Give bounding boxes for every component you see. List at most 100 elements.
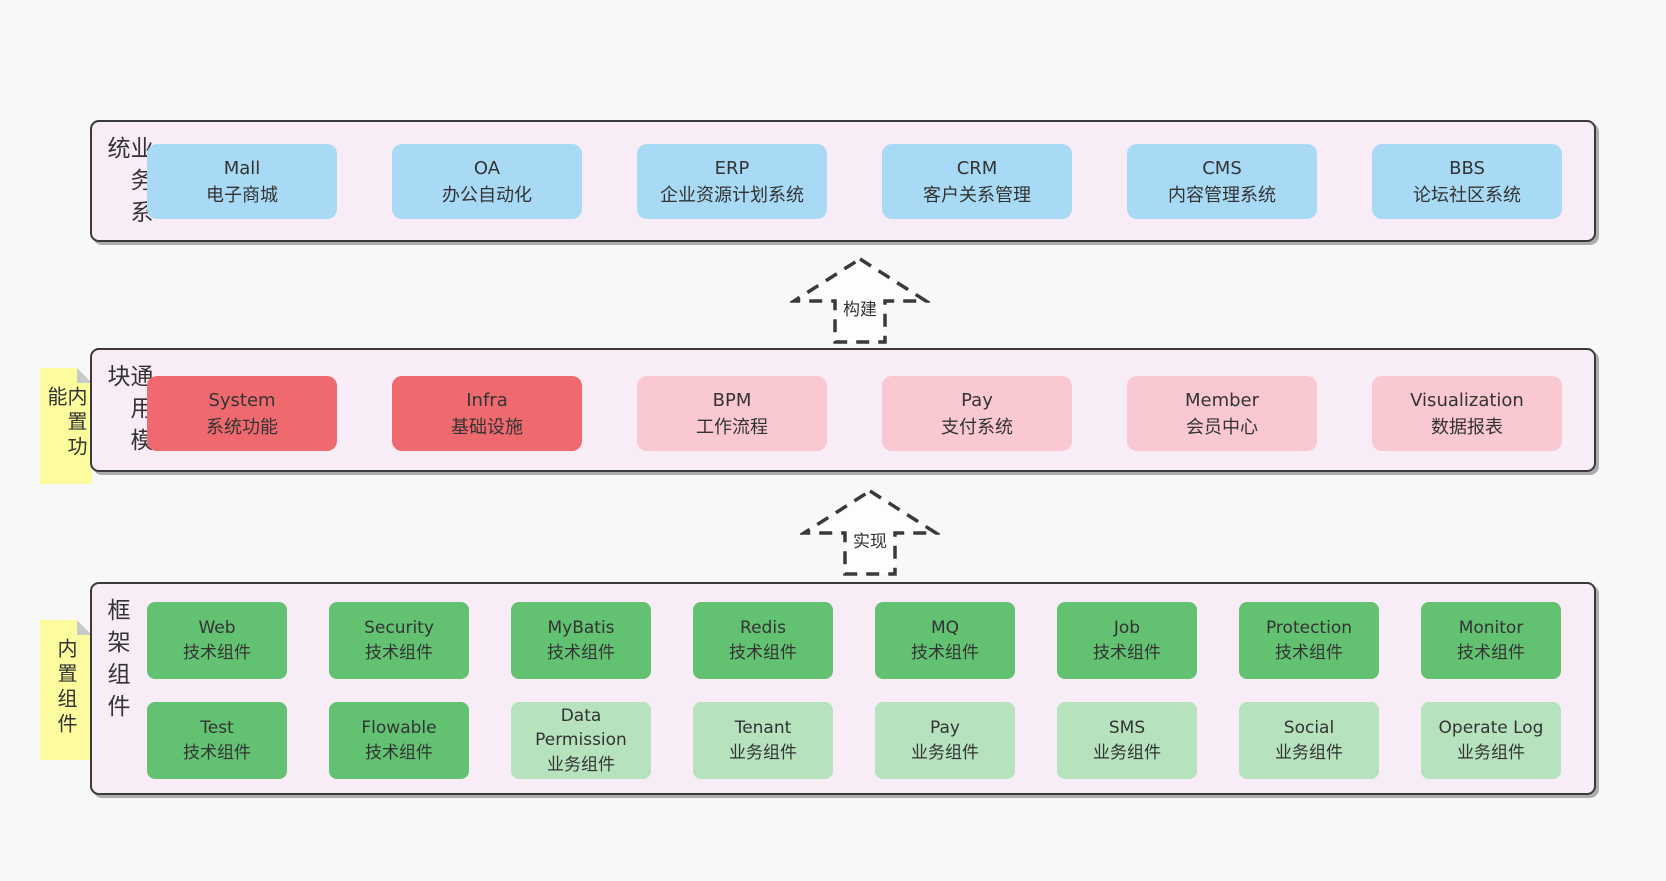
box-title: MQ xyxy=(930,617,960,638)
box-subtitle: 内容管理系统 xyxy=(1168,184,1276,206)
box-subtitle: 会员中心 xyxy=(1186,416,1258,438)
box-sms: SMS 业务组件 xyxy=(1057,702,1197,779)
box-subtitle: 业务组件 xyxy=(1093,742,1161,763)
band-label-common-modules: 通用模块 xyxy=(103,364,152,460)
box-title: Tenant xyxy=(734,717,792,738)
sticky-fold-corner-icon xyxy=(77,620,92,635)
box-protection: Protection 技术组件 xyxy=(1239,602,1379,679)
box-data-permission: Data Permission 业务组件 xyxy=(511,702,651,779)
sticky-note-built-in-components: 内置组件 xyxy=(40,620,92,760)
box-title: SMS xyxy=(1108,717,1146,738)
box-monitor: Monitor 技术组件 xyxy=(1421,602,1561,679)
box-subtitle: 技术组件 xyxy=(365,742,433,763)
box-subtitle: 技术组件 xyxy=(729,642,797,663)
box-title: Job xyxy=(1113,617,1141,638)
box-subtitle: 业务组件 xyxy=(729,742,797,763)
box-subtitle: 技术组件 xyxy=(547,642,615,663)
box-subtitle: 技术组件 xyxy=(911,642,979,663)
box-crm: CRM 客户关系管理 xyxy=(882,144,1072,219)
box-test: Test 技术组件 xyxy=(147,702,287,779)
box-subtitle: 企业资源计划系统 xyxy=(660,184,804,206)
dashed-up-arrow-implement: 实现 xyxy=(800,487,940,577)
box-title: Protection xyxy=(1265,617,1352,638)
box-title: ERP xyxy=(714,157,750,179)
box-infra: Infra 基础设施 xyxy=(392,376,582,451)
box-flowable: Flowable 技术组件 xyxy=(329,702,469,779)
box-subtitle: 客户关系管理 xyxy=(923,184,1031,206)
box-security: Security 技术组件 xyxy=(329,602,469,679)
box-title: CRM xyxy=(956,157,998,179)
box-title: Infra xyxy=(466,389,508,411)
arrow-label-build: 构建 xyxy=(840,295,880,320)
dashed-up-arrow-build: 构建 xyxy=(790,255,930,345)
box-mall: Mall 电子商城 xyxy=(147,144,337,219)
box-title: Data Permission xyxy=(535,705,627,751)
box-title: Operate Log xyxy=(1438,717,1544,738)
box-pay-system: Pay 支付系统 xyxy=(882,376,1072,451)
box-subtitle: 技术组件 xyxy=(1457,642,1525,663)
band-common-modules: 通用模块 System 系统功能 Infra 基础设施 BPM 工作流程 Pay… xyxy=(90,348,1596,472)
box-redis: Redis 技术组件 xyxy=(693,602,833,679)
band-framework-components: 框架组件 Web 技术组件 Security 技术组件 MyBatis 技术组件… xyxy=(90,582,1596,795)
box-mq: MQ 技术组件 xyxy=(875,602,1015,679)
box-title: Test xyxy=(200,717,234,738)
box-title: BBS xyxy=(1449,157,1485,179)
box-member: Member 会员中心 xyxy=(1127,376,1317,451)
box-title: BPM xyxy=(712,389,752,411)
sticky-note-label: 内置组件 xyxy=(54,638,78,738)
box-subtitle: 业务组件 xyxy=(911,742,979,763)
box-title: Mall xyxy=(223,157,261,179)
box-bpm: BPM 工作流程 xyxy=(637,376,827,451)
band-label-framework-components: 框架组件 xyxy=(103,598,129,726)
box-title: Web xyxy=(198,617,236,638)
sticky-note-built-in-functions: 内置功能 xyxy=(40,368,92,484)
box-mybatis: MyBatis 技术组件 xyxy=(511,602,651,679)
box-subtitle: 技术组件 xyxy=(365,642,433,663)
box-title: Redis xyxy=(740,617,786,638)
box-social: Social 业务组件 xyxy=(1239,702,1379,779)
box-subtitle: 基础设施 xyxy=(451,416,523,438)
box-tenant: Tenant 业务组件 xyxy=(693,702,833,779)
box-title: Monitor xyxy=(1458,617,1524,638)
box-title: System xyxy=(208,389,276,411)
box-web: Web 技术组件 xyxy=(147,602,287,679)
box-subtitle: 技术组件 xyxy=(183,642,251,663)
box-title: Flowable xyxy=(361,717,437,738)
band-label-business-systems: 业务系统 xyxy=(103,136,152,232)
box-subtitle: 技术组件 xyxy=(1275,642,1343,663)
box-subtitle: 办公自动化 xyxy=(442,184,532,206)
box-subtitle: 工作流程 xyxy=(696,416,768,438)
box-visualization: Visualization 数据报表 xyxy=(1372,376,1562,451)
box-erp: ERP 企业资源计划系统 xyxy=(637,144,827,219)
sticky-note-label: 内置功能 xyxy=(44,386,88,461)
box-subtitle: 业务组件 xyxy=(1275,742,1343,763)
box-subtitle: 电子商城 xyxy=(206,184,278,206)
box-title: Security xyxy=(364,617,434,638)
box-system: System 系统功能 xyxy=(147,376,337,451)
box-bbs: BBS 论坛社区系统 xyxy=(1372,144,1562,219)
box-title: Social xyxy=(1283,717,1335,738)
box-title: Member xyxy=(1184,389,1260,411)
box-subtitle: 系统功能 xyxy=(206,416,278,438)
box-cms: CMS 内容管理系统 xyxy=(1127,144,1317,219)
box-subtitle: 业务组件 xyxy=(547,754,615,775)
box-subtitle: 技术组件 xyxy=(183,742,251,763)
box-pay-component: Pay 业务组件 xyxy=(875,702,1015,779)
box-title: Pay xyxy=(961,389,993,411)
box-title: OA xyxy=(473,157,501,179)
box-subtitle: 业务组件 xyxy=(1457,742,1525,763)
box-subtitle: 技术组件 xyxy=(1093,642,1161,663)
box-title: MyBatis xyxy=(547,617,615,638)
box-title: CMS xyxy=(1202,157,1242,179)
box-title: Pay xyxy=(930,717,960,738)
sticky-fold-corner-icon xyxy=(77,368,92,383)
box-job: Job 技术组件 xyxy=(1057,602,1197,679)
box-oa: OA 办公自动化 xyxy=(392,144,582,219)
box-operate-log: Operate Log 业务组件 xyxy=(1421,702,1561,779)
box-title: Visualization xyxy=(1410,389,1524,411)
arrow-label-implement: 实现 xyxy=(850,527,890,552)
box-subtitle: 论坛社区系统 xyxy=(1413,184,1521,206)
band-business-systems: 业务系统 Mall 电子商城 OA 办公自动化 ERP 企业资源计划系统 CRM… xyxy=(90,120,1596,242)
box-subtitle: 支付系统 xyxy=(941,416,1013,438)
box-subtitle: 数据报表 xyxy=(1431,416,1503,438)
